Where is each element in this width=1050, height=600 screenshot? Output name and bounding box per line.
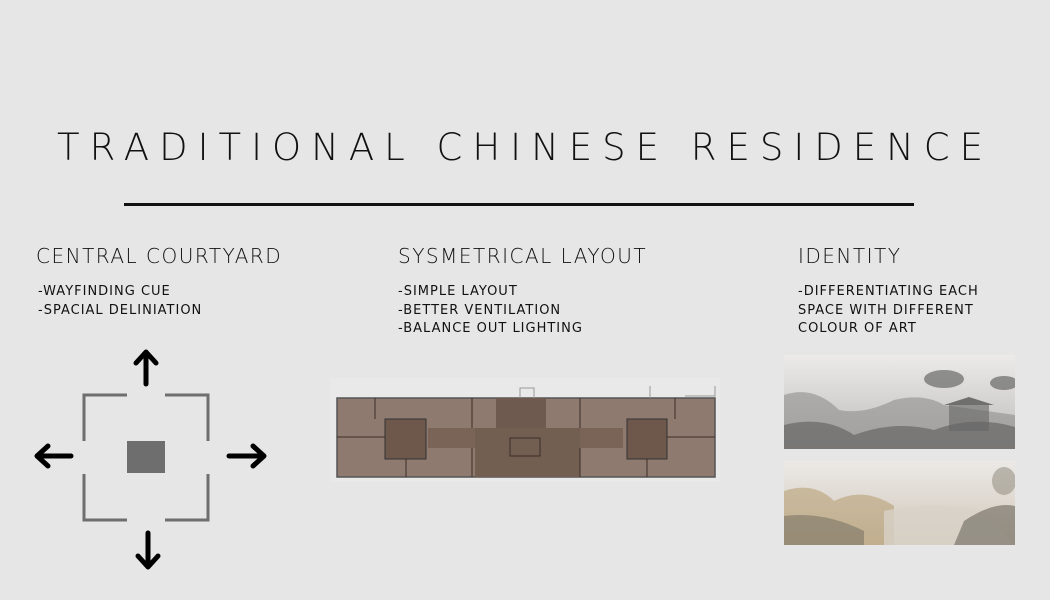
heading-central-courtyard: CENTRAL COURTYARD	[36, 244, 283, 268]
central-courtyard-points: -WAYFINDING CUE -SPACIAL DELINIATION	[38, 283, 202, 320]
point: -BETTER VENTILATION	[398, 302, 562, 318]
floor-plan	[330, 378, 720, 482]
point: -BALANCE OUT LIGHTING	[398, 321, 583, 336]
point: SPACE WITH DIFFERENT	[798, 302, 974, 318]
heading-identity: IDENTITY	[798, 244, 902, 268]
point: -SPACIAL DELINIATION	[38, 302, 203, 318]
arrow-down-icon	[135, 530, 161, 570]
point: COLOUR OF ART	[798, 321, 917, 336]
arrow-left-icon	[34, 443, 74, 469]
courtyard-square	[127, 441, 165, 473]
arrow-up-icon	[133, 349, 159, 387]
point: -WAYFINDING CUE	[38, 284, 171, 299]
art-paintings	[784, 355, 1015, 545]
arrow-right-icon	[226, 443, 267, 469]
slide-title: TRADITIONAL CHINESE RESIDENCE	[56, 126, 994, 169]
courtyard-diagram	[34, 349, 267, 570]
point: -SIMPLE LAYOUT	[398, 284, 518, 299]
ink-landscape-painting	[784, 355, 1015, 449]
symmetrical-layout-points: -SIMPLE LAYOUT -BETTER VENTILATION -BALA…	[398, 283, 583, 339]
heading-symmetrical-layout: SYSMETRICAL LAYOUT	[398, 244, 648, 268]
identity-points: -DIFFERENTIATING EACH SPACE WITH DIFFERE…	[798, 283, 979, 339]
point: -DIFFERENTIATING EACH	[798, 284, 979, 299]
colour-landscape-painting	[784, 461, 1015, 545]
title-divider	[124, 203, 914, 206]
